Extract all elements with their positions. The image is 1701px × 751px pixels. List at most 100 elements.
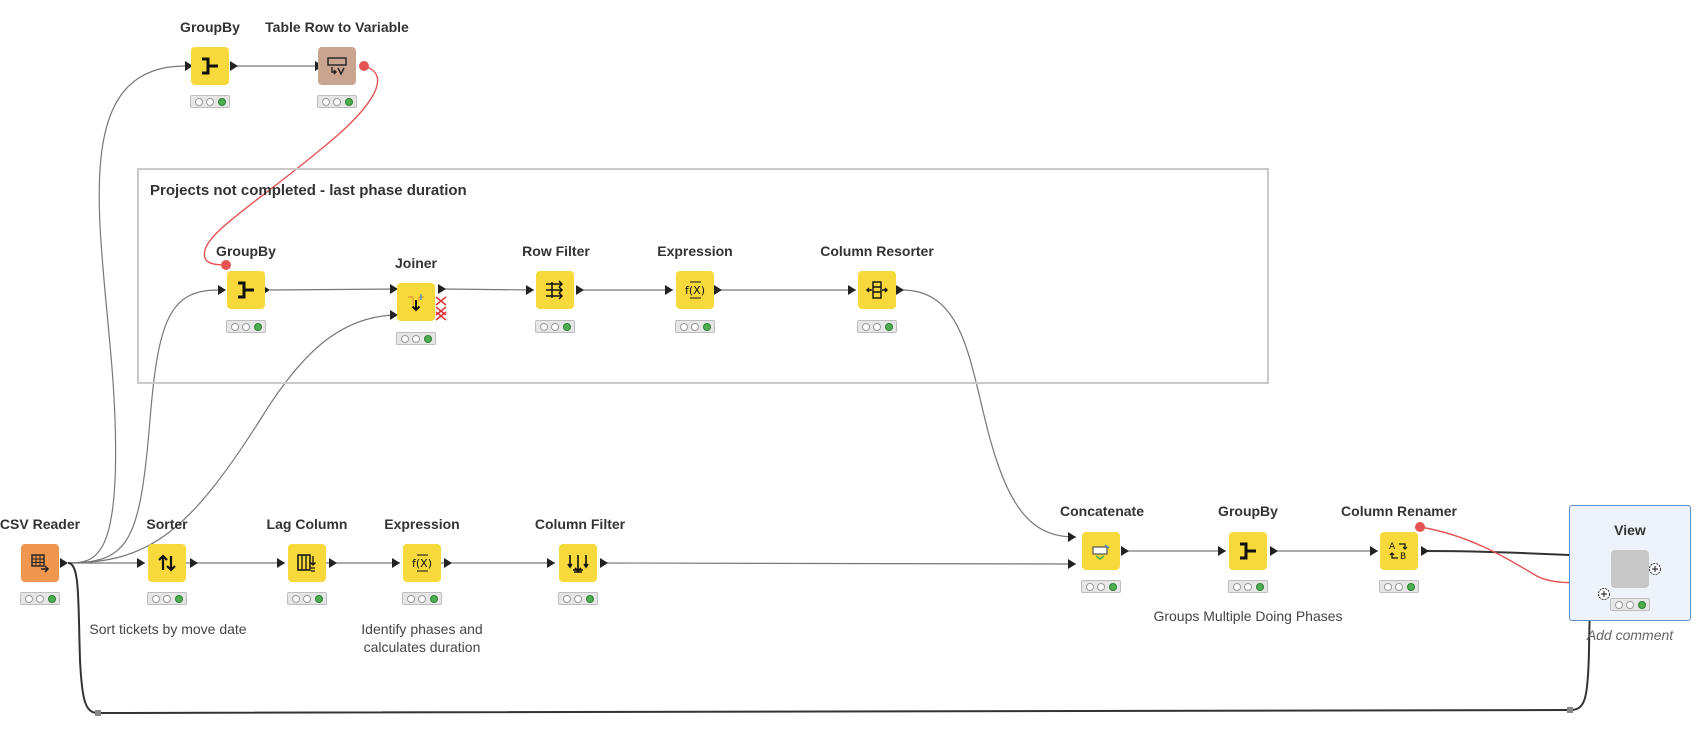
annotation-box[interactable] — [137, 168, 1269, 384]
input-port — [392, 558, 400, 568]
node-label: Row Filter — [522, 243, 590, 259]
expression-node[interactable]: f(X) — [676, 271, 714, 309]
node-status — [535, 320, 575, 333]
table-row-to-variable-icon — [327, 57, 347, 76]
input-port — [218, 285, 226, 295]
column-renamer-icon: AB — [1389, 542, 1408, 562]
variable-port — [1415, 522, 1425, 532]
node-label: Concatenate — [1059, 503, 1145, 519]
groupby-node[interactable] — [191, 47, 229, 85]
svg-text:f(X): f(X) — [412, 557, 432, 570]
output-port — [230, 61, 238, 71]
joiner-port-x — [435, 296, 447, 306]
sorter-node[interactable] — [148, 544, 186, 582]
output-port — [600, 558, 608, 568]
node-status — [402, 592, 442, 605]
output-port — [1121, 546, 1129, 556]
row-filter-icon — [546, 280, 564, 300]
connection — [67, 562, 1607, 715]
node-status — [558, 592, 598, 605]
groupby-node[interactable] — [1229, 532, 1267, 570]
concatenate-icon — [1092, 544, 1110, 560]
row-filter-node[interactable] — [536, 271, 574, 309]
input-port — [390, 310, 398, 320]
joiner-port-x — [435, 311, 447, 321]
view-icon — [1619, 558, 1641, 580]
node-status — [1379, 580, 1419, 593]
output-port — [576, 285, 584, 295]
output-port — [444, 558, 452, 568]
output-port — [190, 558, 198, 568]
output-port — [714, 285, 722, 295]
expression-icon: f(X) — [412, 554, 432, 572]
node-status — [396, 332, 436, 345]
input-port — [526, 285, 534, 295]
node-comment[interactable]: Groups Multiple Doing Phases — [1153, 608, 1343, 624]
expression-node[interactable]: f(X) — [403, 544, 441, 582]
concatenate-node[interactable] — [1082, 532, 1120, 570]
input-port — [137, 558, 145, 568]
node-status — [1228, 580, 1268, 593]
node-label: View — [1614, 522, 1646, 538]
variable-port — [221, 260, 231, 270]
input-port — [665, 285, 673, 295]
column-resorter-icon — [866, 281, 888, 299]
input-port — [848, 285, 856, 295]
connection — [67, 314, 399, 564]
bendpoint — [1567, 707, 1573, 713]
sort-icon — [158, 554, 176, 572]
input-port — [277, 558, 285, 568]
node-status — [147, 592, 187, 605]
annotation-title: Projects not completed - last phase dura… — [150, 182, 467, 199]
node-status — [190, 95, 230, 108]
output-port — [896, 285, 904, 295]
output-port — [329, 558, 337, 568]
output-port — [1421, 546, 1429, 556]
lag-column-node[interactable] — [288, 544, 326, 582]
input-port — [547, 558, 555, 568]
connection — [269, 288, 399, 291]
node-label: Table Row to Variable — [265, 19, 409, 35]
input-port — [185, 61, 193, 71]
connection — [67, 65, 186, 564]
node-status — [287, 592, 327, 605]
csv-reader-node[interactable] — [21, 544, 59, 582]
node-status — [20, 592, 60, 605]
lag-column-icon — [297, 554, 316, 572]
node-label: Expression — [657, 243, 733, 259]
column-resorter-node[interactable] — [858, 271, 896, 309]
node-label: Joiner — [394, 255, 438, 271]
add-port-icon[interactable] — [1648, 562, 1662, 576]
joiner-icon — [408, 294, 424, 312]
variable-connection — [203, 65, 379, 266]
node-status — [675, 320, 715, 333]
output-port — [60, 558, 68, 568]
node-label: Expression — [384, 516, 460, 532]
groupby-node[interactable] — [227, 271, 265, 309]
add-port-icon[interactable] — [1597, 587, 1611, 601]
connection — [67, 289, 219, 564]
connection — [443, 288, 535, 291]
node-status — [317, 95, 357, 108]
groupby-icon — [202, 57, 218, 75]
node-comment[interactable]: Sort tickets by move date — [89, 621, 247, 637]
groupby-icon — [1240, 542, 1256, 560]
input-port — [390, 284, 398, 294]
add-comment-link[interactable]: Add comment — [1586, 627, 1674, 643]
input-port — [1068, 532, 1076, 542]
joiner-node[interactable] — [397, 283, 435, 321]
input-port — [1218, 546, 1226, 556]
node-label: CSV Reader — [0, 516, 81, 532]
bendpoint — [95, 710, 101, 716]
node-comment[interactable]: Identify phases and — [361, 621, 483, 637]
view-node[interactable] — [1611, 550, 1649, 588]
node-status — [857, 320, 897, 333]
column-filter-node[interactable] — [559, 544, 597, 582]
svg-text:f(X): f(X) — [685, 284, 705, 297]
node-comment[interactable]: calculates duration — [363, 639, 481, 655]
node-label: Column Renamer — [1341, 503, 1457, 519]
input-port — [1370, 546, 1378, 556]
table-row-to-variable-node[interactable] — [318, 47, 356, 85]
node-status — [226, 320, 266, 333]
